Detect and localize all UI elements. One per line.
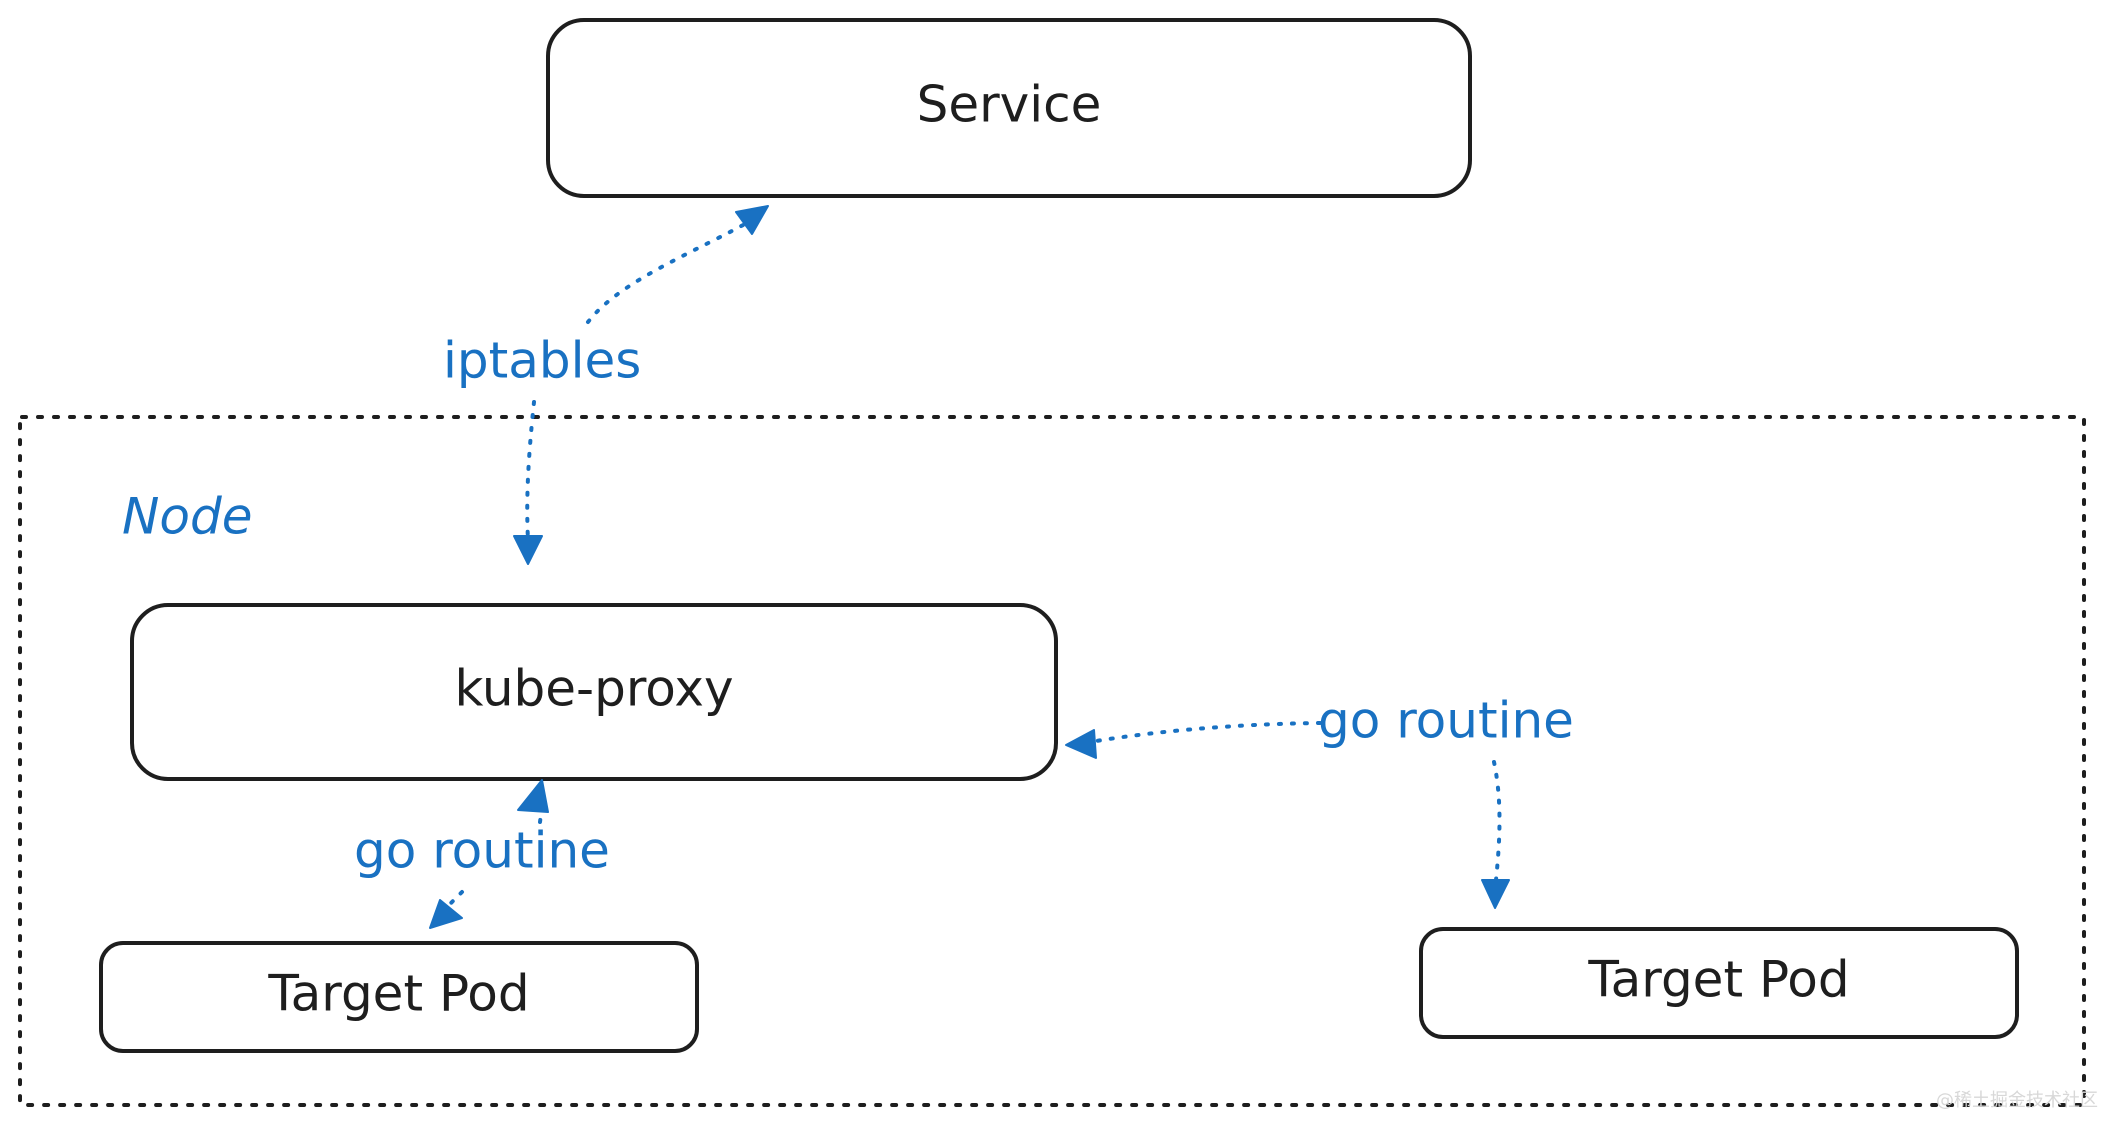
kube-proxy-box [130,603,1058,781]
arrow-go-routine-to-kube-proxy [1088,721,1322,744]
service-label: Service [917,76,1102,134]
node-label: Node [122,488,253,546]
node-boundary [18,415,2086,1107]
go-routine-right-label: go routine [1318,692,1574,750]
arrow-head-service [735,205,769,235]
watermark: @稀土掘金技术社区 [1936,1090,2098,1111]
target-pod-right-box [1419,927,2019,1039]
target-pod-left-box [99,941,699,1053]
arrow-iptables-to-service [586,218,754,324]
arrow-head-target-pod-right [1481,879,1510,909]
target-pod-left-label: Target Pod [267,965,529,1023]
arrow-head-kube-proxy-right [1065,729,1097,759]
iptables-label: iptables [443,332,641,390]
go-routine-left-label: go routine [354,822,610,880]
arrow-iptables-to-kube-proxy [525,400,536,542]
target-pod-right-label: Target Pod [1587,951,1849,1009]
kube-proxy-label: kube-proxy [454,660,733,718]
arrow-head-kube-proxy-bottom [517,779,549,813]
arrow-head-target-pod-left [429,899,463,929]
arrow-head-kube-proxy-top [513,535,543,565]
service-box [546,18,1472,198]
arrow-go-routine-to-target-pod-right [1492,760,1502,882]
